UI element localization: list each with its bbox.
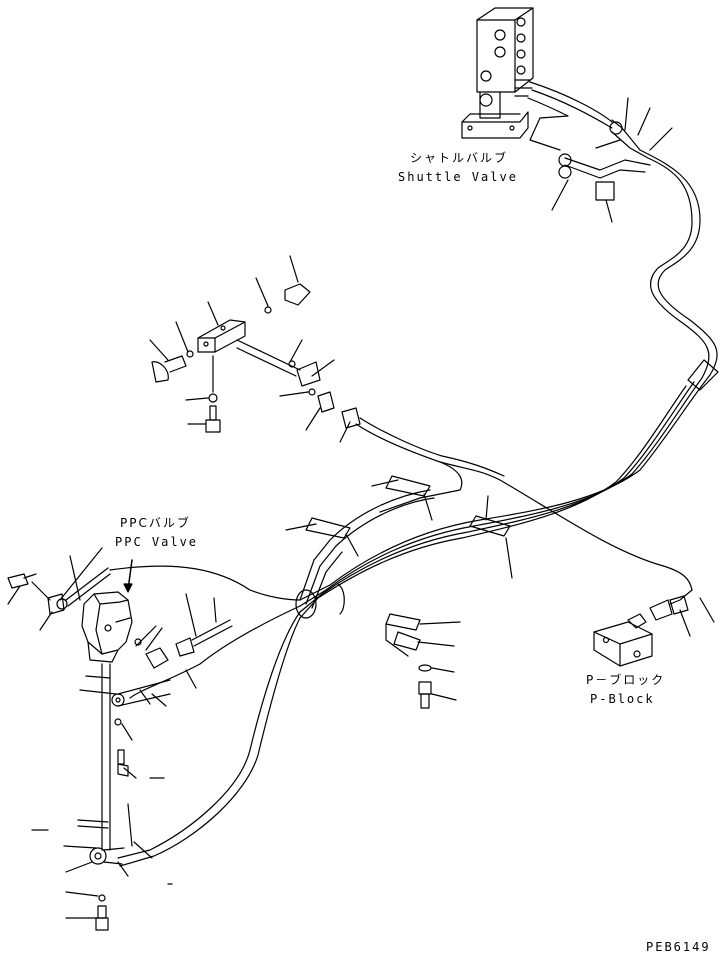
p-block-label-jp: P－ブロック bbox=[586, 673, 666, 687]
ppc-valve bbox=[81, 559, 133, 663]
leader-lines-pblock bbox=[679, 597, 715, 637]
drawing-code: PEB6149 bbox=[646, 940, 711, 954]
ppc-linkage bbox=[77, 663, 171, 931]
shuttle-valve-label-en: Shuttle Valve bbox=[398, 170, 518, 184]
p-block bbox=[593, 595, 689, 667]
shuttle-hoses bbox=[527, 81, 718, 379]
shuttle-valve-label-jp: シャトルバルブ bbox=[410, 151, 509, 165]
ppc-hoses bbox=[109, 489, 435, 867]
ppc-fittings bbox=[7, 567, 233, 669]
leader-lines-ppc bbox=[7, 547, 217, 919]
ppc-valve-label-en: PPC Valve bbox=[115, 535, 199, 549]
leader-lines-mid bbox=[285, 479, 513, 701]
manifold-block bbox=[151, 283, 361, 433]
ppc-valve-label-jp: PPCバルブ bbox=[120, 516, 191, 530]
shuttle-valve bbox=[461, 7, 534, 139]
leader-lines-shuttle bbox=[551, 97, 673, 223]
leader-lines-manifold bbox=[149, 255, 351, 443]
pblock-hose bbox=[355, 417, 693, 605]
p-block-label-en: P-Block bbox=[590, 692, 655, 706]
hose-clamps bbox=[305, 475, 511, 709]
main-hose-bundle bbox=[299, 359, 719, 619]
